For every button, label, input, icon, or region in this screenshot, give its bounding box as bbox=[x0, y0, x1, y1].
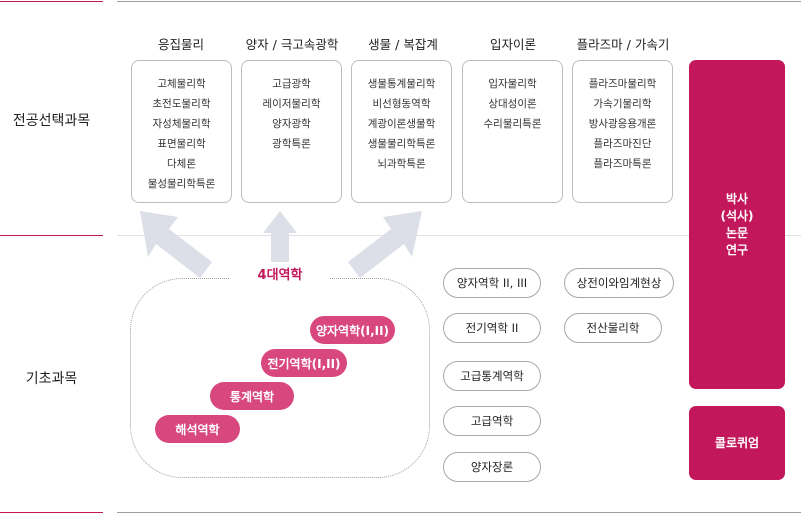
course-pill-quantum-field-theory: 양자장론 bbox=[443, 452, 541, 482]
major-elective-label: 전공선택과목 bbox=[12, 113, 91, 129]
course-item: 고급광학 bbox=[272, 78, 311, 90]
thesis-line: 박사 bbox=[725, 191, 749, 206]
arrow-up-icon bbox=[263, 211, 297, 262]
thesis-line: 논문 bbox=[725, 225, 749, 240]
column-box-bio-complex: 생물통계물리학 비선형동역학 계광이론생물학 생물물리학특론 뇌과학특론 bbox=[351, 60, 452, 203]
column-box-quantum-optics: 고급광학 레이저물리학 양자광학 광학특론 bbox=[241, 60, 342, 203]
course-item: 계광이론생물학 bbox=[367, 118, 436, 130]
pill-quantum-mechanics: 양자역학(I,II) bbox=[310, 316, 395, 344]
course-pill-advanced-statistical-mechanics: 고급통계역학 bbox=[443, 361, 541, 391]
thesis-research-block: 박사 (석사) 논문 연구 bbox=[689, 60, 785, 389]
column-box-condensed-matter: 고체물리학 초전도물리학 자성체물리학 표면물리학 다체론 물성물리학특론 bbox=[131, 60, 232, 203]
course-item: 고체물리학 bbox=[157, 78, 206, 90]
bottom-main-rule bbox=[117, 512, 801, 513]
column-box-plasma-accelerator: 플라즈마물리학 가속기물리학 방사광응용개론 플라즈마진단 플라즈마특론 bbox=[572, 60, 673, 203]
course-item: 다체론 bbox=[167, 158, 196, 170]
course-item: 수리물리특론 bbox=[483, 118, 542, 130]
course-item: 레이저물리학 bbox=[262, 98, 321, 110]
pill-electrodynamics: 전기역학(I,II) bbox=[261, 349, 347, 377]
course-item: 플라즈마진단 bbox=[593, 138, 652, 150]
thesis-line: 연구 bbox=[725, 242, 749, 257]
course-pill-advanced-mechanics: 고급역학 bbox=[443, 406, 541, 436]
course-item: 비선형동역학 bbox=[372, 98, 431, 110]
top-left-rule bbox=[0, 1, 103, 2]
course-item: 광학특론 bbox=[272, 138, 311, 150]
course-item: 물성물리학특론 bbox=[147, 178, 216, 190]
course-item: 방사광응용개론 bbox=[588, 118, 657, 130]
colloquium-block: 콜로퀴엄 bbox=[689, 406, 785, 480]
thesis-line: (석사) bbox=[720, 208, 754, 223]
column-title-particle-theory: 입자이론 bbox=[489, 37, 536, 52]
column-title-plasma-accelerator: 플라즈마 / 가속기 bbox=[576, 37, 670, 52]
course-pill-quantum-mechanics-2-3: 양자역학 II, III bbox=[443, 268, 541, 298]
course-item: 생물통계물리학 bbox=[367, 78, 436, 90]
pill-statistical-mechanics: 통계역학 bbox=[210, 382, 294, 410]
course-item: 생물물리학특론 bbox=[367, 138, 436, 150]
column-title-condensed-matter: 응집물리 bbox=[157, 37, 204, 52]
course-item: 상대성이론 bbox=[488, 98, 537, 110]
course-item: 입자물리학 bbox=[488, 78, 537, 90]
course-pill-electrodynamics-2: 전기역학 II bbox=[443, 313, 541, 343]
course-pill-computational-physics: 전산물리학 bbox=[564, 313, 662, 343]
basic-courses-label: 기초과목 bbox=[25, 371, 78, 387]
top-main-rule bbox=[117, 1, 801, 2]
arrow-left-icon bbox=[140, 211, 212, 278]
course-item: 플라즈마물리학 bbox=[588, 78, 657, 90]
column-box-particle-theory: 입자물리학 상대성이론 수리물리특론 bbox=[462, 60, 563, 203]
middle-left-rule bbox=[0, 235, 103, 236]
column-title-bio-complex: 생물 / 복잡계 bbox=[368, 37, 438, 52]
course-item: 양자광학 bbox=[272, 118, 311, 130]
four-mechanics-area bbox=[130, 278, 430, 478]
course-item: 가속기물리학 bbox=[593, 98, 652, 110]
pill-analytical-mechanics: 해석역학 bbox=[155, 415, 240, 443]
column-title-quantum-optics: 양자 / 극고속광학 bbox=[245, 37, 339, 52]
course-item: 초전도물리학 bbox=[152, 98, 211, 110]
course-item: 자성체물리학 bbox=[152, 118, 211, 130]
bottom-left-rule bbox=[0, 512, 103, 513]
arrow-right-icon bbox=[348, 211, 422, 278]
course-item: 표면물리학 bbox=[157, 138, 206, 150]
course-item: 뇌과학특론 bbox=[377, 158, 426, 170]
course-item: 플라즈마특론 bbox=[593, 158, 652, 170]
middle-main-rule bbox=[117, 235, 801, 236]
course-pill-phase-transition: 상전이와임계현상 bbox=[564, 268, 674, 298]
four-mechanics-title: 4대역학 bbox=[230, 264, 330, 283]
